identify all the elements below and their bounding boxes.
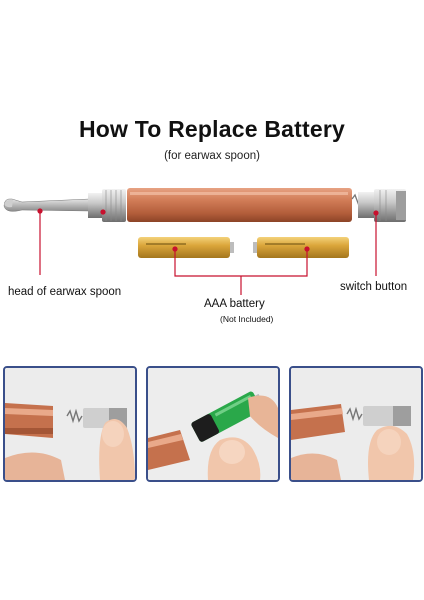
spoon-head bbox=[3, 189, 126, 222]
head-label: head of earwax spoon bbox=[8, 286, 122, 298]
battery-label: AAA battery bbox=[204, 298, 265, 310]
switch-cap bbox=[351, 189, 406, 222]
page-title: How To Replace Battery bbox=[79, 116, 345, 142]
earwax-spoon-diagram bbox=[3, 188, 406, 295]
battery-note-label: (Not Included) bbox=[220, 314, 274, 324]
switch-label: switch button bbox=[340, 281, 408, 293]
step-remove-cap-panel bbox=[3, 366, 137, 482]
page-subtitle: (for earwax spoon) bbox=[164, 150, 260, 162]
aaa-battery-right bbox=[253, 237, 349, 258]
aaa-battery-left bbox=[138, 237, 234, 258]
copper-tube bbox=[127, 188, 352, 222]
step-reassemble-panel bbox=[289, 366, 423, 482]
step-insert-battery-panel bbox=[146, 366, 280, 482]
callout-lines bbox=[37, 208, 379, 295]
